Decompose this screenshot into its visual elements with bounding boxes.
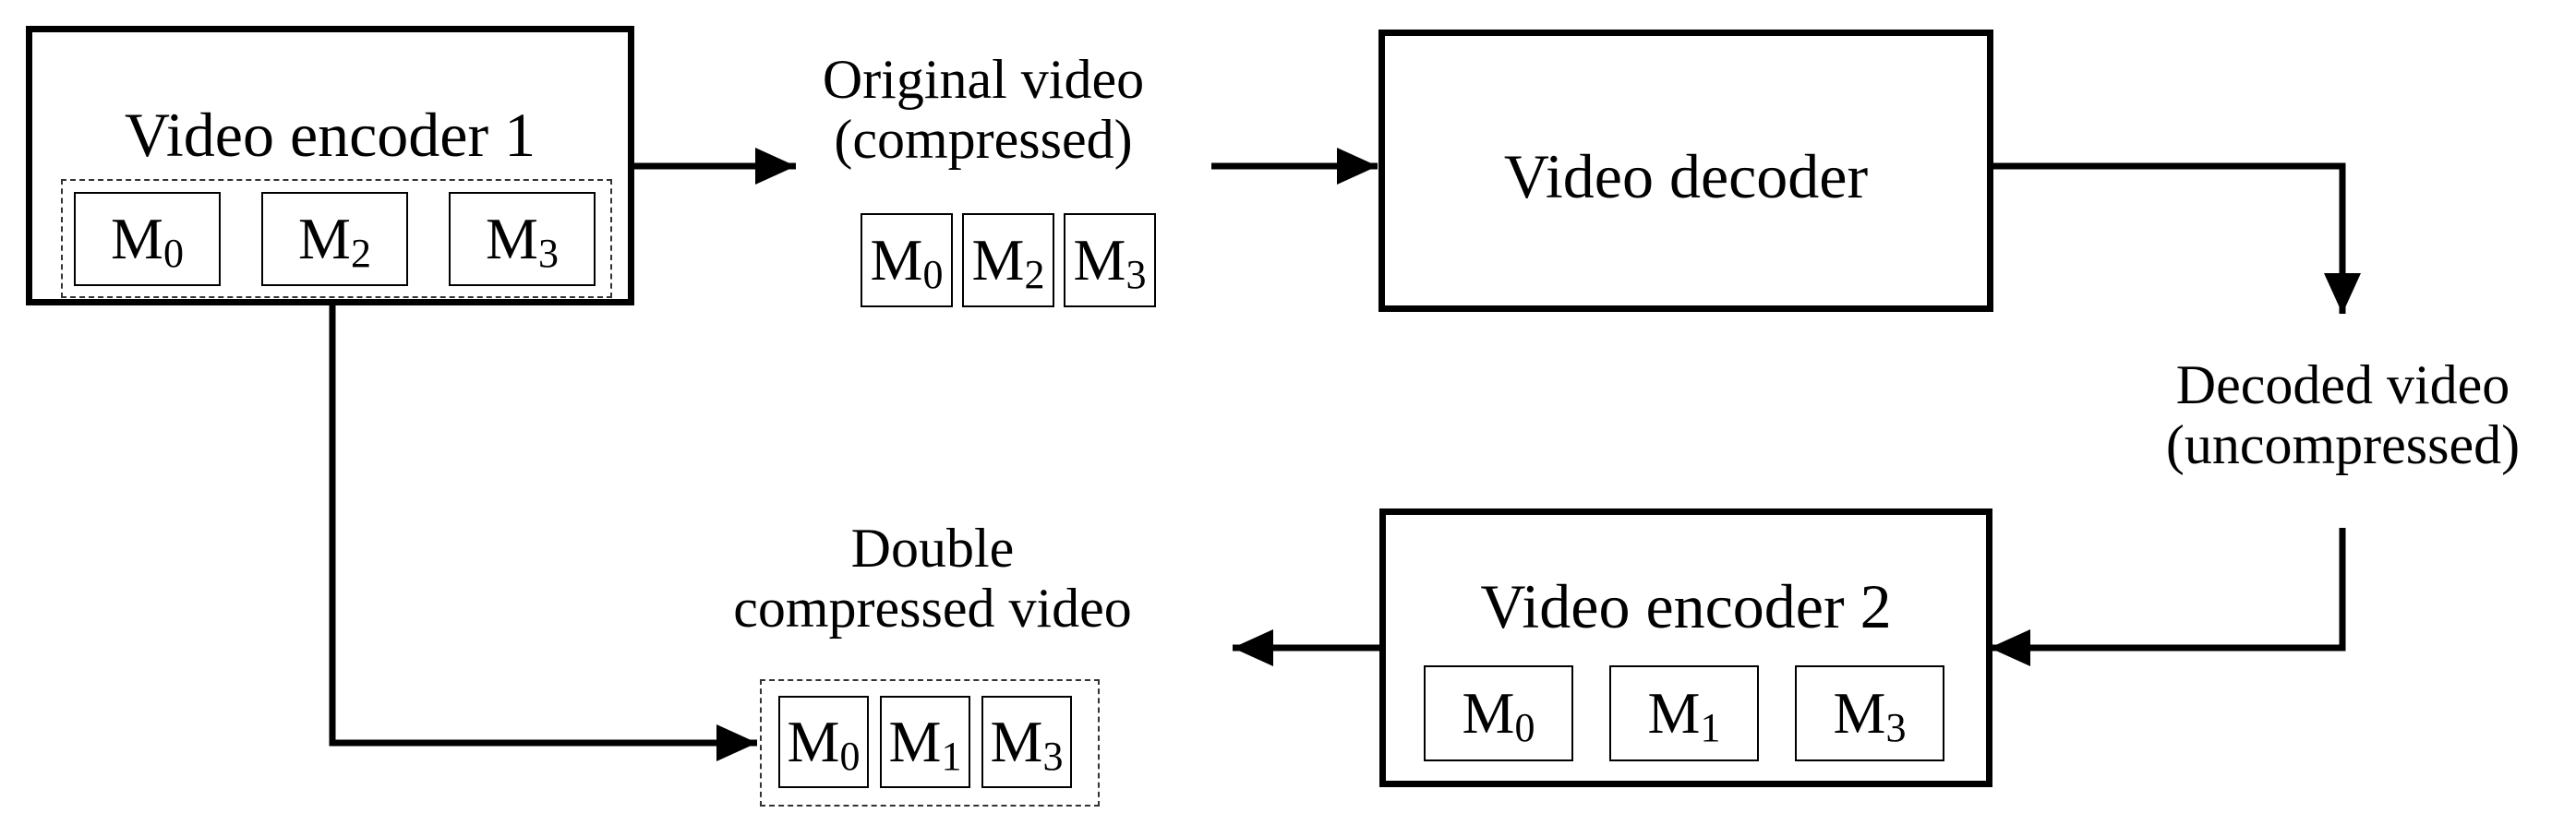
double-compressed-line2: compressed video — [733, 577, 1132, 639]
double-compressed-label: Double compressed video — [674, 519, 1191, 639]
original-video-line1: Original video — [822, 49, 1145, 110]
video-encoder-2-title: Video encoder 2 — [1480, 571, 1892, 641]
arrow-feedback-loop — [314, 248, 757, 761]
video-decoder-title: Video decoder — [1503, 141, 1869, 211]
decoded-video-line1: Decoded video — [2175, 354, 2510, 415]
original-video-line2: (compressed) — [834, 108, 1133, 170]
arrow-decoder-to-decoded — [1992, 162, 2361, 314]
video-encoder-1-title: Video encoder 1 — [124, 100, 536, 170]
double-compressed-line1: Double — [850, 518, 1015, 579]
decoded-video-line2: (uncompressed) — [2165, 413, 2521, 475]
video-decoder-box: Video decoder — [1378, 30, 1993, 312]
arrow-decoded-to-encoder2 — [1990, 528, 2346, 666]
decoded-video-label: Decoded video (uncompressed) — [2114, 355, 2571, 475]
original-video-label: Original video (compressed) — [766, 50, 1200, 170]
